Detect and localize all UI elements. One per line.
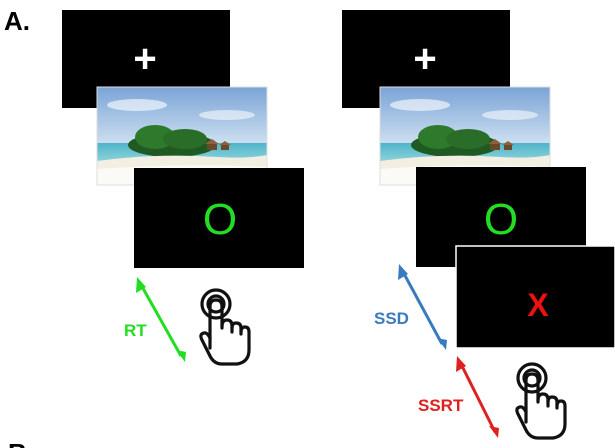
go-screen-left: [134, 168, 304, 268]
hand-tap-icon-left: [199, 288, 251, 366]
right-trial: + O X SSD SSRT: [342, 10, 615, 440]
fixation-cross-right: +: [413, 37, 436, 81]
ssrt-arrow: [456, 356, 499, 438]
stop-signal-screen: [456, 246, 615, 348]
hand-tap-icon-right: [515, 362, 567, 440]
ssd-arrow: [398, 264, 447, 350]
fixation-cross-left: +: [133, 37, 156, 81]
rt-label: RT: [124, 321, 147, 340]
go-stimulus-right: O: [484, 195, 518, 244]
left-trial: + O RT: [62, 10, 304, 366]
stop-signal-x: X: [527, 287, 549, 323]
rt-arrow: [136, 277, 186, 362]
go-stimulus-left: O: [203, 195, 237, 244]
panel-label: A.: [4, 6, 30, 36]
next-panel-label: B: [8, 438, 27, 448]
ssd-label: SSD: [374, 309, 409, 328]
ssrt-label: SSRT: [418, 396, 464, 415]
